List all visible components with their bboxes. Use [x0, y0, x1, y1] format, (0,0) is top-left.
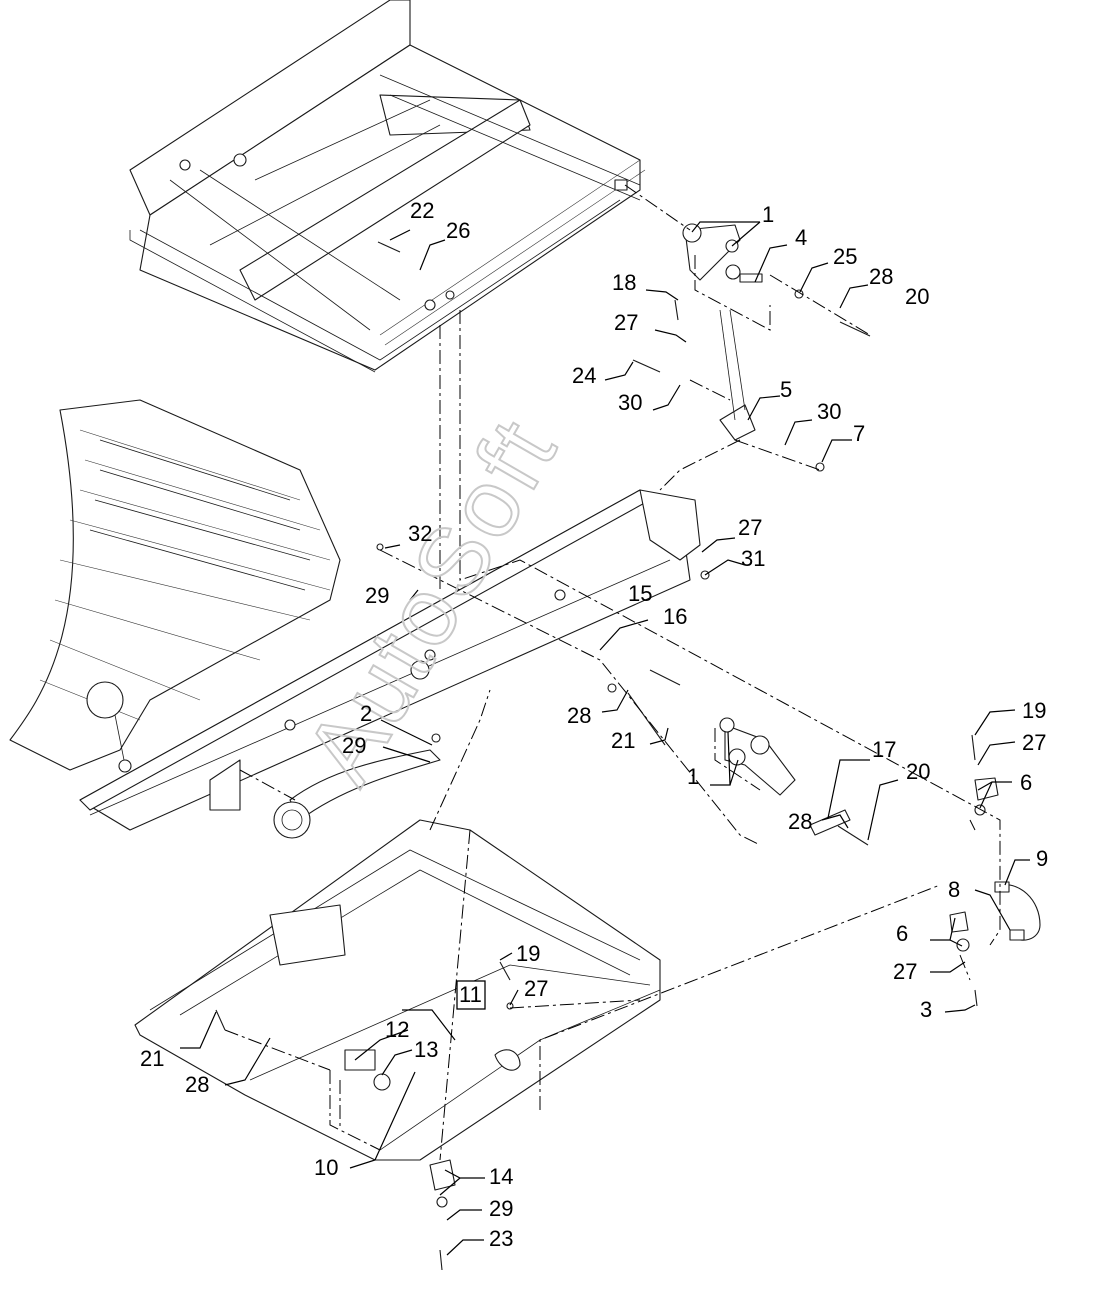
callout-29-mid: 29	[365, 583, 389, 608]
callout-31: 31	[741, 546, 765, 571]
callout-30-left: 30	[618, 390, 642, 415]
callout-6-lower: 6	[896, 921, 908, 946]
callout-30-right: 30	[817, 399, 841, 424]
fasteners	[215, 241, 978, 1271]
callout-15: 15	[628, 581, 652, 606]
callout-6-upper: 6	[1020, 770, 1032, 795]
callout-26: 26	[446, 218, 470, 243]
callout-12: 12	[385, 1017, 409, 1042]
callout-1-upper: 1	[762, 202, 774, 227]
callout-18: 18	[612, 270, 636, 295]
callout-17: 17	[872, 737, 896, 762]
assembly-centerlines	[224, 184, 1001, 1161]
callout-22: 22	[410, 198, 434, 223]
callout-4: 4	[795, 225, 807, 250]
callout-27-mid: 27	[738, 515, 762, 540]
callout-8: 8	[948, 877, 960, 902]
callout-28-lower: 28	[788, 809, 812, 834]
callout-28-mid: 28	[567, 703, 591, 728]
callout-29-lower: 29	[489, 1196, 513, 1221]
callout-23: 23	[489, 1226, 513, 1251]
callout-19-lower: 19	[516, 941, 540, 966]
right-small-parts	[949, 777, 1041, 952]
left-belt-section	[9, 399, 341, 773]
plate-17	[809, 809, 851, 836]
callout-25: 25	[833, 244, 857, 269]
callout-29-left: 29	[342, 733, 366, 758]
callout-20-lower: 20	[906, 759, 930, 784]
callout-27-right: 27	[1022, 730, 1046, 755]
link-arm-5	[719, 309, 756, 441]
callout-1-lower: 1	[687, 764, 699, 789]
callout-labels: 1 4 25 28 20 18 22 26 27 24 30 5 30 7 27…	[140, 198, 1048, 1251]
callout-28-lower-left: 28	[185, 1072, 209, 1097]
leader-lines	[180, 221, 1030, 1256]
callout-3: 3	[920, 997, 932, 1022]
callout-32: 32	[408, 521, 432, 546]
callout-7: 7	[853, 421, 865, 446]
callout-21-mid: 21	[611, 728, 635, 753]
crank-arm	[273, 749, 441, 839]
callout-11: 11	[459, 982, 482, 1007]
callout-box-11	[456, 980, 486, 1010]
callout-9: 9	[1036, 846, 1048, 871]
main-crossbeam	[79, 489, 701, 831]
upper-frame-assembly	[129, 0, 646, 373]
callout-16: 16	[663, 604, 687, 629]
callout-5: 5	[780, 377, 792, 402]
callout-10: 10	[314, 1155, 338, 1180]
callout-24: 24	[572, 363, 596, 388]
callout-13: 13	[414, 1037, 438, 1062]
lower-frame-assembly	[134, 819, 661, 1208]
callout-2: 2	[360, 701, 372, 726]
callout-14: 14	[489, 1164, 513, 1189]
callout-28-upper: 28	[869, 264, 893, 289]
lower-bracket-1	[719, 717, 796, 796]
callout-27-upper: 27	[614, 310, 638, 335]
callout-27-lower-right: 27	[893, 959, 917, 984]
callout-20-upper: 20	[905, 284, 929, 309]
callout-19-right: 19	[1022, 698, 1046, 723]
callout-21-lower: 21	[140, 1046, 164, 1071]
callout-27-lower: 27	[524, 976, 548, 1001]
